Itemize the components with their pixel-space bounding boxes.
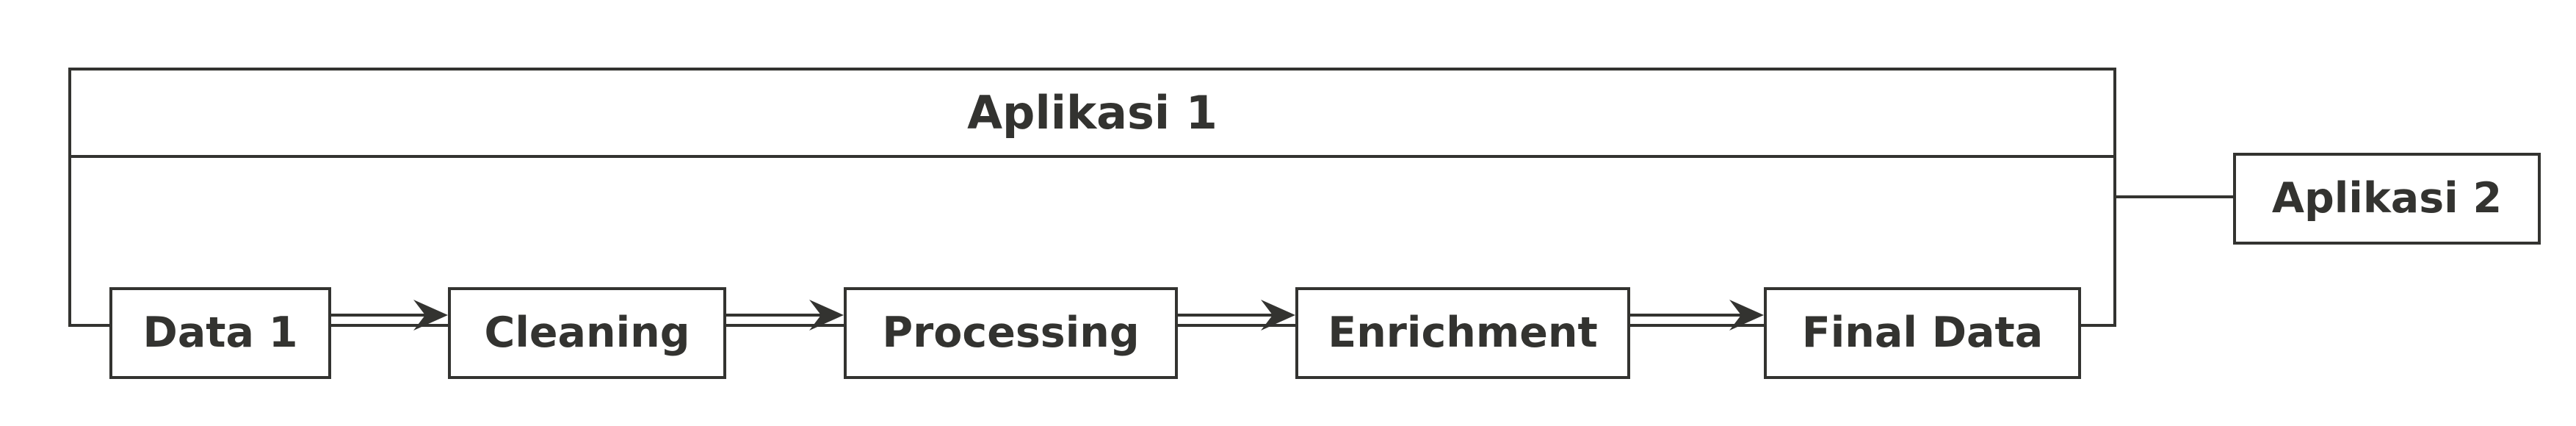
process-node-label: Data 1 xyxy=(142,308,298,357)
process-node-final-data[interactable]: Final Data xyxy=(1764,287,2081,379)
application-1-header: Aplikasi 1 xyxy=(71,71,2113,158)
process-node-label: Enrichment xyxy=(1328,308,1598,357)
process-node-label: Cleaning xyxy=(484,308,690,357)
process-node-label: Processing xyxy=(882,308,1140,357)
process-node-data-1[interactable]: Data 1 xyxy=(109,287,331,379)
application-2-box[interactable]: Aplikasi 2 xyxy=(2233,153,2541,245)
application-1-body: Data 1 Cleaning Processing Enrichment Fi… xyxy=(71,158,2113,379)
process-node-processing[interactable]: Processing xyxy=(844,287,1178,379)
connector-line-app1-to-app2 xyxy=(2113,195,2236,198)
process-node-label: Final Data xyxy=(1801,308,2044,357)
process-node-enrichment[interactable]: Enrichment xyxy=(1295,287,1630,379)
process-node-cleaning[interactable]: Cleaning xyxy=(448,287,726,379)
arrow-icon-processing-to-enrichment xyxy=(1178,295,1295,335)
arrow-icon-cleaning-to-processing xyxy=(726,295,844,335)
application-2-label: Aplikasi 2 xyxy=(2271,174,2503,223)
arrow-icon-data1-to-cleaning xyxy=(331,295,448,335)
application-1-container[interactable]: Aplikasi 1 Data 1 Cleaning Processing En… xyxy=(68,68,2116,379)
arrow-icon-enrichment-to-final-data xyxy=(1630,295,1764,335)
application-1-title: Aplikasi 1 xyxy=(967,85,1218,140)
